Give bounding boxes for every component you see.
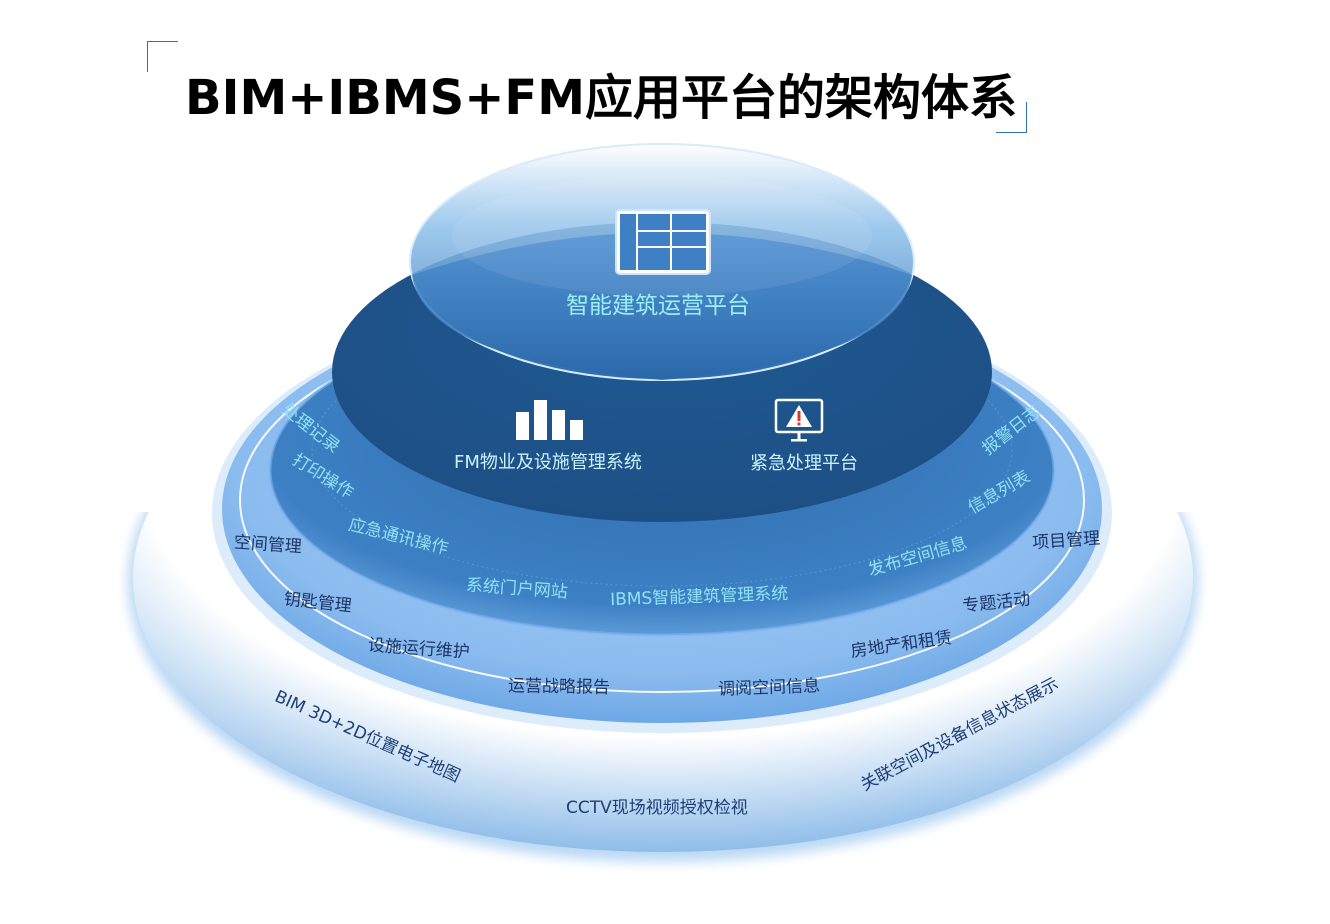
core-item-fm-label: FM物业及设施管理系统 bbox=[454, 452, 642, 473]
grid-table-icon bbox=[615, 209, 711, 275]
page-title: BIM+IBMS+FM应用平台的架构体系 bbox=[185, 70, 1017, 126]
core-item-emergency-label: 紧急处理平台 bbox=[750, 453, 858, 474]
ring2-item: 项目管理 bbox=[1031, 528, 1101, 554]
top-platform-label: 智能建筑运营平台 bbox=[566, 293, 750, 319]
ring2-item: 调阅空间信息 bbox=[717, 676, 821, 700]
title-corner-bottom-right bbox=[996, 102, 1027, 133]
outer-item: CCTV现场视频授权检视 bbox=[566, 798, 748, 818]
ring2-item: 空间管理 bbox=[233, 532, 303, 558]
title-corner-top-left bbox=[147, 41, 178, 72]
bar-chart-icon bbox=[516, 400, 583, 440]
ring2-item: 运营战略报告 bbox=[507, 676, 611, 698]
alert-monitor-icon bbox=[774, 398, 824, 442]
